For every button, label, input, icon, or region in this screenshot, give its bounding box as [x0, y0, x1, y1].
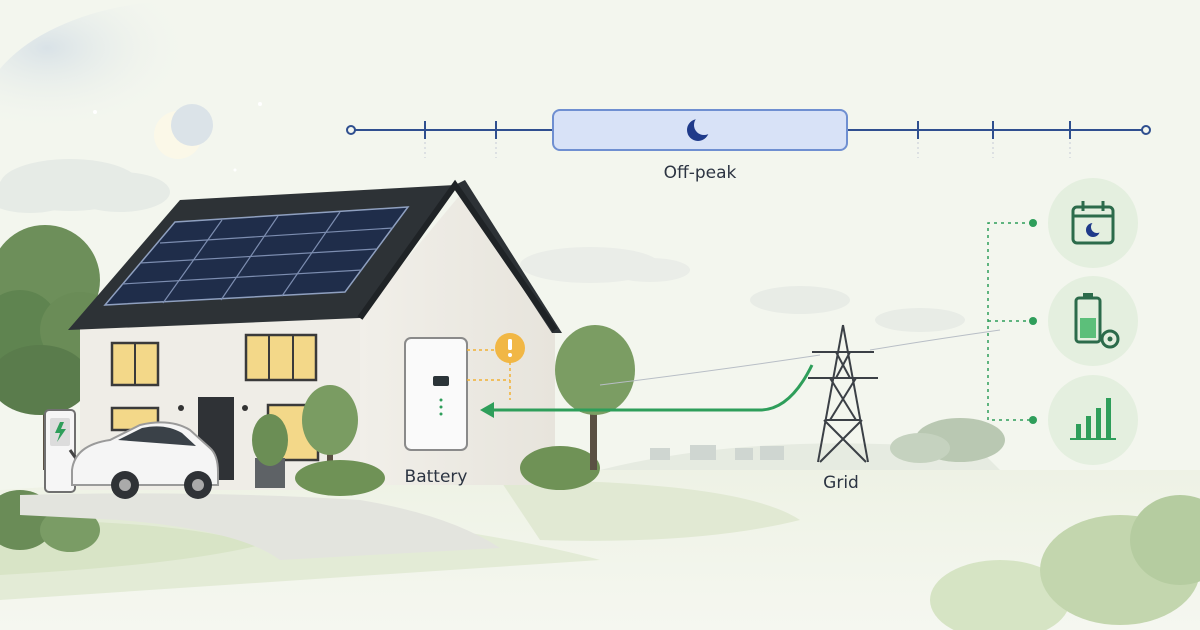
cloud-middle: [520, 247, 690, 283]
solar-panel: [103, 206, 410, 306]
grid-label: Grid: [823, 473, 859, 493]
alert-icon: [508, 339, 512, 350]
battery-label: Battery: [405, 467, 468, 487]
potted-plant: [252, 414, 288, 488]
timeline-end-node: [1141, 125, 1151, 135]
electric-car: [71, 421, 219, 499]
grid-pylon: [808, 324, 878, 463]
bar-chart-icon: [1070, 398, 1116, 440]
energy-flow-arrow: [480, 364, 814, 418]
side-item-analytics: [1048, 375, 1138, 465]
home-battery: [404, 337, 468, 451]
side-panel: [1048, 178, 1138, 465]
driveway: [20, 493, 500, 560]
calendar-moon-icon: [1071, 201, 1115, 245]
cloud-left: [0, 159, 170, 213]
stars: [93, 102, 262, 172]
distant-village: [650, 445, 784, 460]
tree-right-of-house: [555, 325, 635, 470]
off-peak-label: Off-peak: [664, 163, 737, 183]
cloud-right: [750, 286, 965, 332]
bushes-bottom-right: [930, 495, 1200, 630]
power-lines: [599, 329, 1001, 386]
moon-icon: [687, 115, 714, 141]
timeline-start-node: [346, 125, 356, 135]
battery-settings-icon: [1074, 293, 1120, 349]
battery-display: [433, 376, 449, 386]
ev-charger: [44, 409, 106, 493]
charging-bolt-icon: [55, 422, 66, 442]
side-item-battery-settings: [1048, 276, 1138, 366]
bushes-front: [295, 446, 600, 496]
alert-indicator: [467, 333, 525, 400]
trees-right: [890, 418, 1005, 463]
side-item-schedule: [1048, 178, 1138, 268]
side-panel-connectors: [987, 222, 1032, 421]
moon-illustration: [154, 104, 213, 159]
timeline: Off-peak: [346, 109, 1151, 183]
timeline-ticks: [424, 121, 1071, 139]
